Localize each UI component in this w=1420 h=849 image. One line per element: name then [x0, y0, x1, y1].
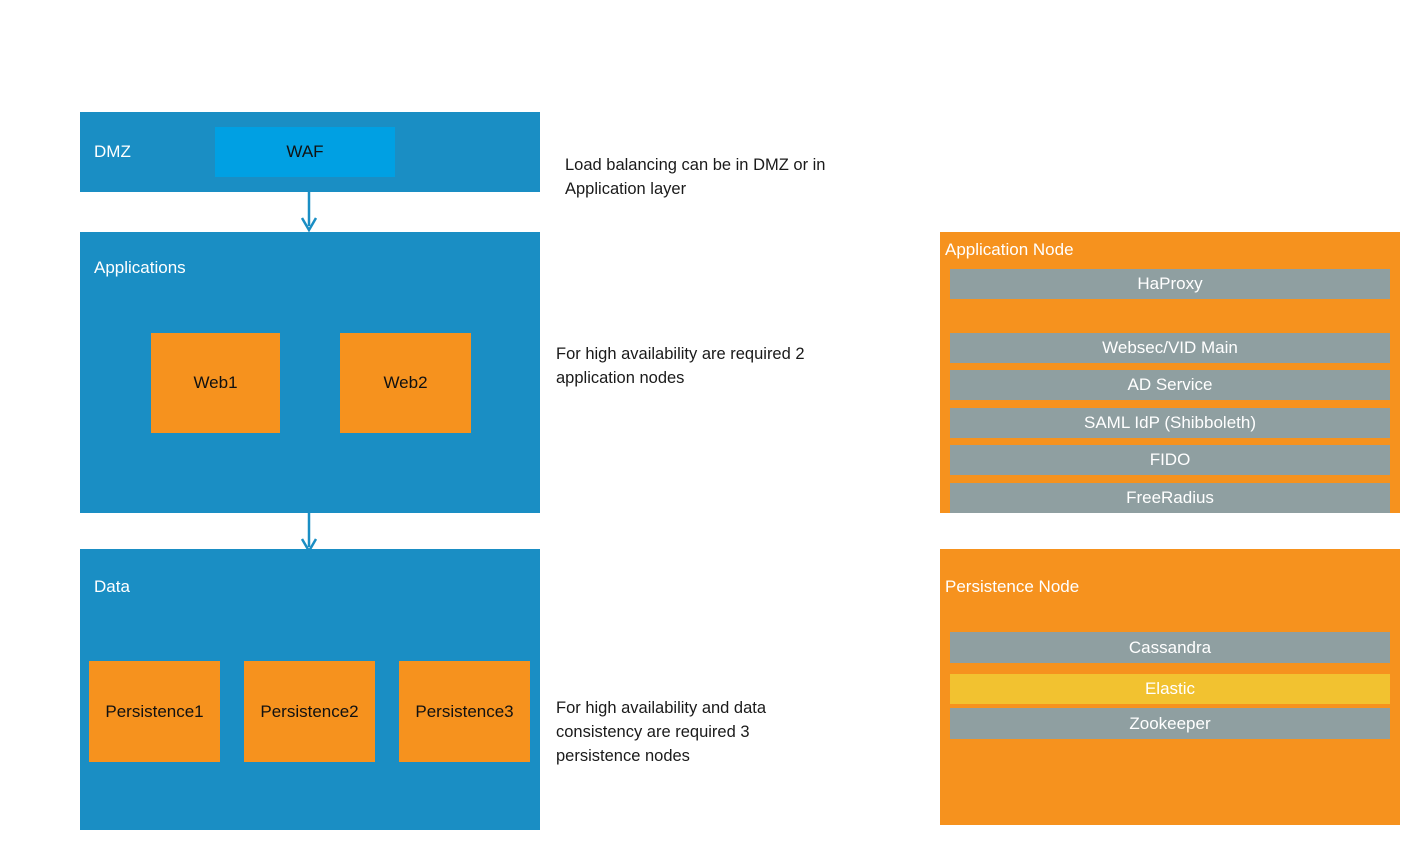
service-elastic[interactable]: Elastic	[950, 674, 1390, 704]
note-application-nodes: For high availability are required 2 app…	[556, 345, 805, 387]
node-persistence3[interactable]: Persistence3	[399, 661, 530, 762]
node-persistence1[interactable]: Persistence1	[89, 661, 220, 762]
panel-persistence-node[interactable]: Persistence Node Cassandra Elastic Zooke…	[940, 549, 1400, 825]
service-websec-vid-main-label: Websec/VID Main	[1102, 338, 1238, 357]
connector-dmz-to-applications-icon	[300, 192, 318, 233]
service-fido-label: FIDO	[1149, 450, 1191, 469]
service-fido[interactable]: FIDO	[950, 445, 1390, 475]
service-zookeeper-label: Zookeeper	[1129, 713, 1211, 733]
zone-dmz-label: DMZ	[94, 142, 131, 161]
service-websec-vid-main[interactable]: Websec/VID Main	[950, 333, 1390, 363]
node-persistence2-label: Persistence2	[260, 701, 359, 721]
node-waf-label: WAF	[286, 142, 324, 161]
service-zookeeper[interactable]: Zookeeper	[950, 708, 1390, 739]
node-web1[interactable]: Web1	[151, 333, 280, 433]
zone-applications-label: Applications	[94, 258, 186, 277]
service-saml-idp[interactable]: SAML IdP (Shibboleth)	[950, 408, 1390, 438]
service-haproxy[interactable]: HaProxy	[950, 269, 1390, 299]
service-saml-idp-label: SAML IdP (Shibboleth)	[1084, 413, 1256, 432]
node-persistence2[interactable]: Persistence2	[244, 661, 375, 762]
panel-application-node[interactable]: Application Node HaProxy Websec/VID Main…	[940, 232, 1400, 513]
zone-data-label: Data	[94, 577, 130, 596]
zone-dmz[interactable]: DMZ WAF	[80, 112, 540, 192]
service-haproxy-label: HaProxy	[1137, 274, 1203, 293]
node-waf[interactable]: WAF	[215, 127, 395, 177]
service-ad-service-label: AD Service	[1127, 375, 1213, 394]
note-persistence-nodes: For high availability and data consisten…	[556, 699, 767, 765]
service-cassandra[interactable]: Cassandra	[950, 632, 1390, 663]
zone-applications[interactable]: Applications Web1 Web2	[80, 232, 540, 513]
service-ad-service[interactable]: AD Service	[950, 370, 1390, 400]
node-web2-label: Web2	[383, 373, 428, 392]
node-persistence3-label: Persistence3	[415, 701, 514, 721]
service-elastic-label: Elastic	[1144, 679, 1196, 698]
node-web2[interactable]: Web2	[340, 333, 471, 433]
note-load-balancing: Load balancing can be in DMZ or in Appli…	[565, 156, 826, 198]
zone-data[interactable]: Data Persistence1 Persistence2 Persisten…	[80, 549, 540, 830]
service-freeradius-label: FreeRadius	[1126, 488, 1214, 507]
service-freeradius[interactable]: FreeRadius	[950, 483, 1390, 513]
panel-application-node-label: Application Node	[945, 240, 1074, 259]
node-web1-label: Web1	[193, 373, 238, 392]
service-cassandra-label: Cassandra	[1128, 637, 1212, 657]
panel-persistence-node-label: Persistence Node	[945, 577, 1080, 596]
node-persistence1-label: Persistence1	[105, 701, 204, 721]
